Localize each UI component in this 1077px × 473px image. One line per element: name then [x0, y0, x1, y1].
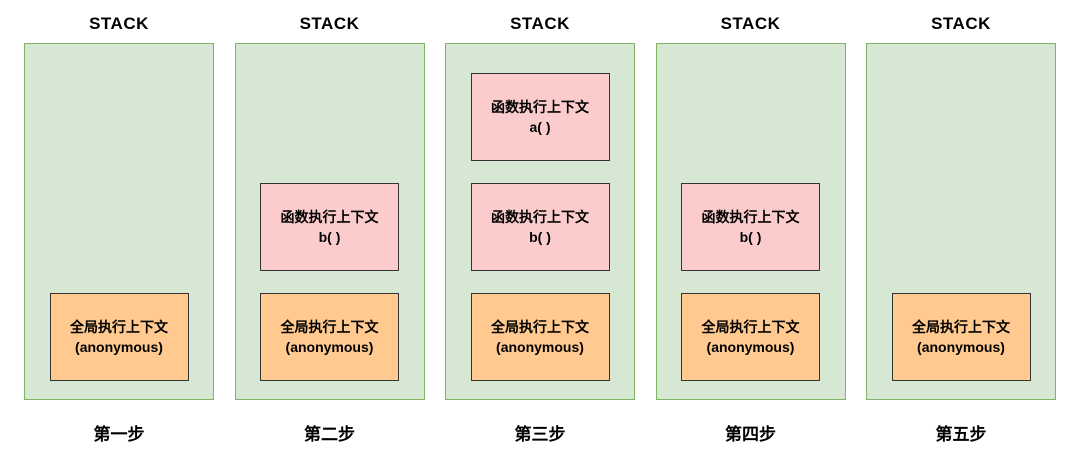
frame-title-line: 全局执行上下文	[70, 319, 168, 335]
frame-name-line: b( )	[318, 229, 341, 245]
frame-name-line: b( )	[529, 229, 551, 245]
frame-name-line: a( )	[529, 119, 551, 135]
stack-column-step-1: STACK 全局执行上下文 (anonymous) 第一步	[24, 12, 214, 473]
frame-name-line: b( )	[739, 229, 762, 245]
frame-title-line: 全局执行上下文	[280, 319, 379, 335]
stack-column-step-2: STACK 全局执行上下文 (anonymous) 函数执行上下文 b( ) 第…	[234, 12, 425, 473]
frame-name-line: (anonymous)	[75, 339, 163, 355]
stack-title: STACK	[89, 14, 149, 33]
frame-title-line: 全局执行上下文	[912, 319, 1010, 335]
frame-name-line: (anonymous)	[496, 339, 584, 355]
step-label: 第三步	[514, 425, 566, 444]
stack-column-step-4: STACK 全局执行上下文 (anonymous) 函数执行上下文 b( ) 第…	[655, 12, 846, 473]
stack-container: 全局执行上下文 (anonymous) 函数执行上下文 b( )	[655, 43, 846, 400]
function-execution-context-frame: 函数执行上下文 b( )	[260, 183, 399, 271]
global-execution-context-frame: 全局执行上下文 (anonymous)	[470, 293, 610, 381]
frame-title-line: 函数执行上下文	[280, 209, 379, 225]
function-execution-context-frame: 函数执行上下文 b( )	[470, 183, 610, 271]
frame-name-line: (anonymous)	[285, 339, 374, 355]
stack-container: 全局执行上下文 (anonymous)	[24, 43, 214, 400]
stack-title: STACK	[299, 14, 360, 33]
stack-container: 全局执行上下文 (anonymous) 函数执行上下文 b( )	[234, 43, 425, 400]
global-execution-context-frame: 全局执行上下文 (anonymous)	[891, 293, 1031, 381]
stack-column-step-5: STACK 全局执行上下文 (anonymous) 第五步	[866, 12, 1056, 473]
global-execution-context-frame: 全局执行上下文 (anonymous)	[681, 293, 820, 381]
frame-title-line: 函数执行上下文	[491, 209, 589, 225]
function-execution-context-frame: 函数执行上下文 a( )	[470, 73, 610, 161]
global-execution-context-frame: 全局执行上下文 (anonymous)	[49, 293, 189, 381]
stack-column-step-3: STACK 全局执行上下文 (anonymous) 函数执行上下文 b( ) 函…	[445, 12, 635, 473]
frame-name-line: (anonymous)	[706, 339, 795, 355]
stack-title: STACK	[931, 14, 991, 33]
function-execution-context-frame: 函数执行上下文 b( )	[681, 183, 820, 271]
frame-title-line: 全局执行上下文	[491, 319, 589, 335]
global-execution-context-frame: 全局执行上下文 (anonymous)	[260, 293, 399, 381]
frame-title-line: 函数执行上下文	[491, 99, 589, 115]
stack-title: STACK	[720, 14, 781, 33]
step-label: 第四步	[725, 425, 776, 444]
frame-title-line: 函数执行上下文	[701, 209, 800, 225]
step-label: 第二步	[304, 425, 355, 444]
step-label: 第五步	[935, 425, 987, 444]
step-label: 第一步	[93, 425, 145, 444]
stack-title: STACK	[510, 14, 570, 33]
frame-name-line: (anonymous)	[917, 339, 1005, 355]
frame-title-line: 全局执行上下文	[701, 319, 800, 335]
stack-container: 全局执行上下文 (anonymous)	[866, 43, 1056, 400]
stack-container: 全局执行上下文 (anonymous) 函数执行上下文 b( ) 函数执行上下文…	[445, 43, 635, 400]
